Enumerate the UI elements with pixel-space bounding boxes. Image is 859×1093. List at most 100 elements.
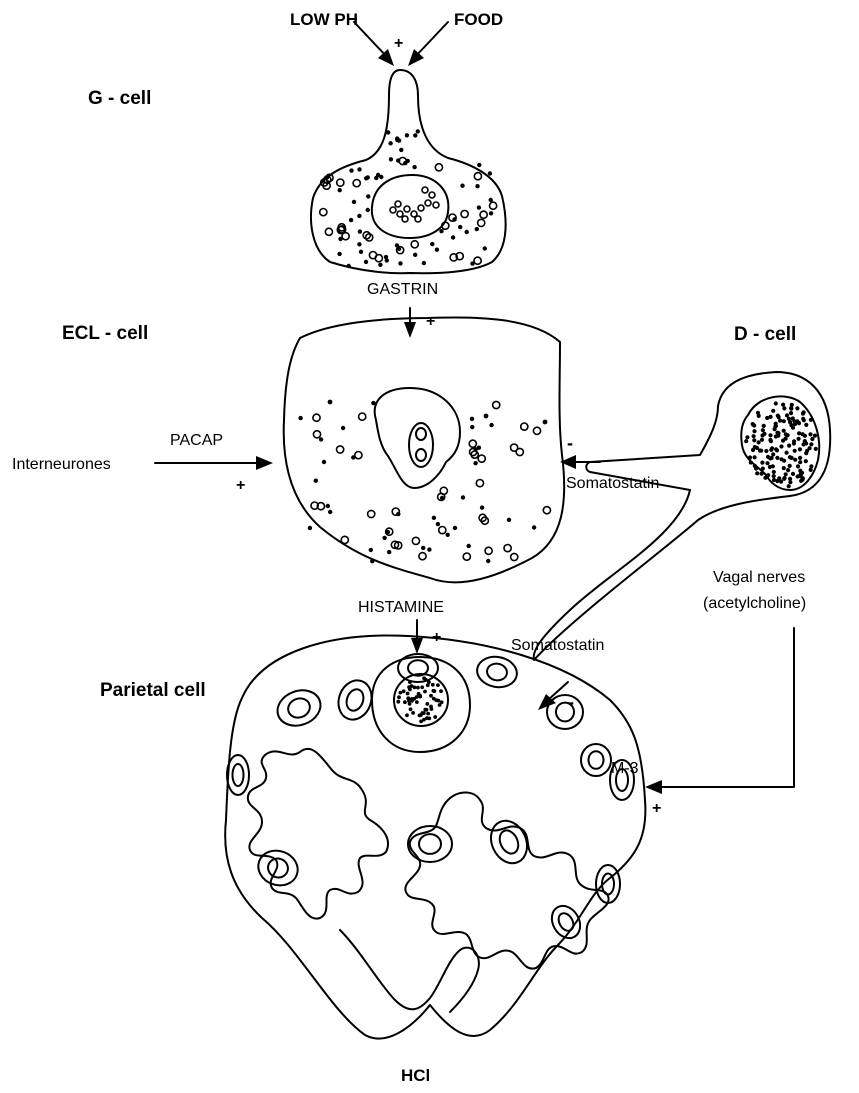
granule <box>787 444 791 448</box>
granule <box>804 459 808 463</box>
granule <box>338 188 342 192</box>
granule <box>791 416 795 420</box>
granule <box>446 533 450 537</box>
granule <box>765 475 769 479</box>
granule <box>752 434 756 438</box>
granule <box>489 211 493 215</box>
granule <box>810 437 814 441</box>
parietal-nucleus-chromatin <box>396 676 443 723</box>
vesicle-inner <box>265 856 290 881</box>
granule <box>772 470 776 474</box>
granule <box>802 442 806 446</box>
g-cell <box>311 70 506 273</box>
granule <box>386 130 390 134</box>
chromatin <box>425 200 431 206</box>
granule <box>366 208 370 212</box>
ecl-cell <box>284 317 565 582</box>
granule <box>504 545 511 552</box>
granule <box>413 133 417 137</box>
granule <box>782 419 786 423</box>
food-label: FOOD <box>454 10 503 29</box>
granule <box>781 403 785 407</box>
chromatin <box>411 711 415 715</box>
granule <box>430 242 434 246</box>
granule <box>477 163 481 167</box>
ecl-nucleolus-bottom <box>416 449 426 461</box>
granule <box>359 413 366 420</box>
granule <box>337 179 344 186</box>
granule <box>465 230 469 234</box>
chromatin <box>439 689 443 693</box>
granule <box>473 461 477 465</box>
granule <box>489 198 493 202</box>
granule <box>378 263 382 267</box>
acetylcholine-label: (acetylcholine) <box>703 595 806 612</box>
somatostatin-ecl-label: Somatostatin <box>566 475 659 492</box>
granule <box>325 175 329 179</box>
granule <box>791 472 795 476</box>
chromatin <box>429 705 433 709</box>
vesicle <box>581 744 611 776</box>
granule <box>355 452 362 459</box>
chromatin <box>413 686 417 690</box>
arrowhead-vagal <box>645 780 662 794</box>
granule <box>484 414 489 419</box>
granule <box>416 129 420 133</box>
chromatin <box>433 689 437 693</box>
granule <box>483 246 487 250</box>
granule <box>793 458 797 462</box>
granule <box>796 464 800 468</box>
granule <box>744 439 748 443</box>
granule <box>460 184 464 188</box>
granule <box>461 210 468 217</box>
granule <box>775 479 779 483</box>
granule <box>770 456 774 460</box>
granule <box>320 209 327 216</box>
granule <box>480 211 487 218</box>
granule <box>384 255 388 259</box>
granule <box>326 504 330 508</box>
granule <box>469 440 476 447</box>
parietal-cell <box>225 636 645 1039</box>
granule <box>474 173 481 180</box>
granule <box>322 460 326 464</box>
granule <box>762 424 766 428</box>
granule <box>779 457 783 461</box>
chromatin <box>440 700 444 704</box>
vesicle-inner <box>344 687 367 713</box>
granule <box>314 479 318 483</box>
parietal-nucleus-ring <box>372 657 470 752</box>
granule <box>779 480 783 484</box>
granule <box>474 257 481 264</box>
vagal-nerves-label: Vagal nerves <box>713 569 805 586</box>
granule <box>803 434 807 438</box>
granule <box>298 416 302 420</box>
chromatin <box>390 207 396 213</box>
granule <box>758 448 762 452</box>
vesicle-inner <box>496 827 522 856</box>
granule <box>521 423 528 430</box>
arrow-food <box>414 22 448 58</box>
granule <box>768 433 772 437</box>
d-cell <box>534 372 831 660</box>
granule <box>792 439 796 443</box>
granule <box>432 516 436 520</box>
granule <box>458 225 462 229</box>
arrowhead-pacap <box>256 456 273 470</box>
granule <box>809 442 813 446</box>
chromatin <box>404 206 410 212</box>
granule <box>769 448 773 452</box>
granule <box>775 456 779 460</box>
granule <box>338 237 342 241</box>
granule <box>543 420 548 425</box>
granule <box>805 449 809 453</box>
chromatin <box>433 715 437 719</box>
labels: G - cell ECL - cell D - cell Parietal ce… <box>12 10 806 1085</box>
m3-sign: + <box>652 800 661 817</box>
granule <box>778 419 782 423</box>
granule <box>773 424 777 428</box>
granule <box>760 472 764 476</box>
chromatin <box>416 686 420 690</box>
chromatin <box>407 685 411 689</box>
interneurones-label: Interneurones <box>12 456 111 473</box>
